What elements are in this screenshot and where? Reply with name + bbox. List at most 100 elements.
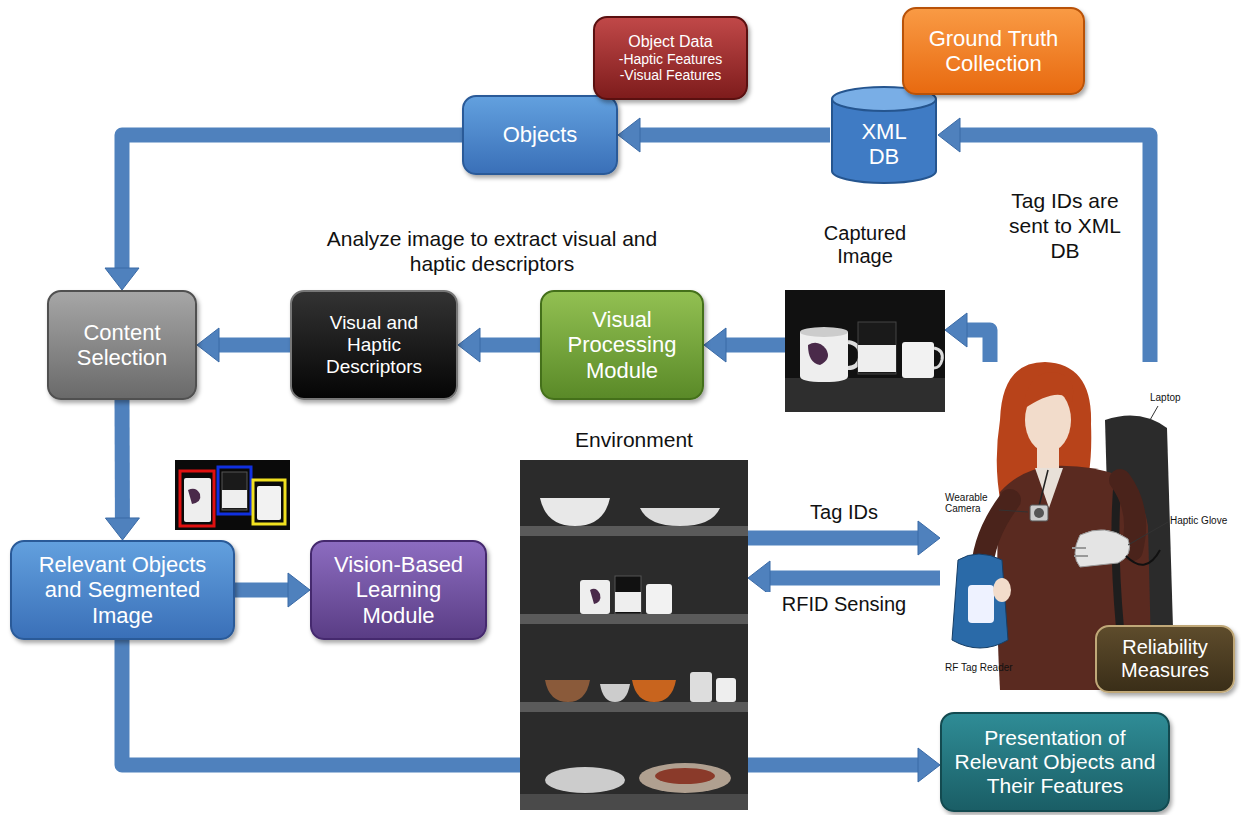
process-box: Vision-Based Learning Module (310, 540, 487, 640)
callout-label: Wearable Camera (945, 492, 1000, 514)
node-label: -Visual Features (620, 67, 722, 83)
flow-arrow (235, 573, 310, 607)
segmented-thumbnail-part (253, 480, 285, 524)
arrow-head (918, 748, 940, 782)
segmented-thumbnail-part (188, 489, 200, 504)
environment-photo-part (520, 526, 748, 536)
arrow-head (704, 328, 726, 362)
environment-photo-part (655, 768, 715, 784)
flow-arrow (938, 118, 1150, 362)
arrow-head (105, 518, 139, 540)
environment-photo-part (639, 763, 731, 793)
environment-photo-part (690, 672, 712, 702)
cylinder-top (832, 87, 936, 111)
process-box: Ground Truth Collection (902, 7, 1085, 95)
person-figure-part (968, 585, 994, 623)
arrow-shaft (748, 531, 920, 546)
node-label: Visual and Haptic Descriptors (302, 312, 446, 378)
flow-arrow (704, 328, 785, 362)
environment-photo-part (520, 794, 748, 810)
environment-photo-part (640, 508, 720, 526)
node-label: Content Selection (59, 320, 185, 371)
edge-label: Tag IDs are sent to XML DB (1005, 188, 1125, 264)
environment-photo-part (520, 614, 748, 624)
node-label: Objects (503, 122, 578, 147)
process-box: Relevant Objects and Segmented Image (10, 540, 235, 640)
environment-photo-part (716, 678, 736, 702)
environment-photo (520, 460, 748, 810)
node-label: -Haptic Features (619, 51, 722, 67)
segmented-thumbnail (175, 460, 290, 530)
arrow-head (938, 118, 960, 152)
person-figure-part (993, 578, 1011, 602)
process-box: Content Selection (47, 290, 197, 400)
panel-heading: Captured Image (815, 222, 915, 268)
environment-photo-part (520, 460, 748, 810)
process-box: Visual Processing Module (540, 290, 704, 400)
arrow-shaft (958, 135, 1150, 362)
arrow-head (618, 118, 640, 152)
node-label: Visual Processing Module (552, 307, 692, 383)
arrow-shaft (638, 128, 830, 143)
node-label: XML DB (853, 119, 915, 170)
environment-photo-part (646, 584, 672, 614)
person-figure-part (1150, 406, 1158, 420)
image-panel: Environment (520, 428, 748, 812)
environment-photo-part (520, 702, 748, 712)
captured-photo-part (808, 343, 828, 365)
callout-label: RF Tag Reader (945, 662, 1035, 673)
node-label: Relevant Objects and Segmented Image (22, 552, 223, 628)
segmented-thumbnail-part (180, 471, 214, 526)
person-figure-part (999, 510, 1028, 512)
flow-arrow (458, 328, 540, 362)
node-label: Reliability Measures (1107, 636, 1223, 682)
node-label: Vision-Based Learning Module (322, 552, 475, 628)
person-figure-part (1034, 508, 1044, 518)
segmented-thumbnail-part (184, 478, 211, 522)
segmented-thumbnail-part (257, 486, 281, 520)
environment-photo-part (545, 680, 590, 702)
environment-photo-part (632, 680, 676, 702)
flow-arrow (197, 328, 290, 362)
captured-photo-part (785, 290, 945, 412)
arrow-shaft (768, 571, 940, 586)
arrow-head (458, 328, 480, 362)
flow-arrow (105, 400, 139, 540)
arrow-shaft (965, 330, 990, 362)
flow-arrow (945, 313, 990, 362)
arrow-head (918, 521, 940, 555)
environment-photo-part (590, 589, 600, 604)
flow-arrow (618, 118, 830, 152)
process-box: Objects (462, 95, 618, 175)
environment-photo-part (540, 498, 610, 526)
person-figure-part (1072, 548, 1088, 556)
captured-photo-part (858, 322, 896, 374)
database-cylinder: XML DB (830, 85, 938, 185)
panel-heading: Environment (575, 428, 693, 452)
captured-photo-part (934, 348, 942, 368)
environment-photo-part (580, 580, 610, 614)
environment-photo-part (545, 767, 625, 793)
process-box: Reliability Measures (1095, 625, 1235, 693)
process-box: Presentation of Relevant Objects and The… (940, 712, 1170, 812)
captured-photo-part (785, 378, 945, 412)
captured-photo-part (800, 332, 848, 382)
person-figure-part (1035, 468, 1063, 508)
annotation-label: Analyze image to extract visual and hapt… (317, 226, 667, 276)
callout-label: Haptic Glove (1170, 515, 1232, 526)
captured-photo-part (858, 345, 896, 372)
flow-arrow (748, 521, 940, 555)
person-figure-part (1030, 505, 1048, 521)
edge-label: RFID Sensing (764, 592, 924, 616)
person-figure-part (1039, 470, 1048, 506)
person-figure-part (1022, 372, 1073, 410)
arrow-shaft (478, 338, 540, 353)
data-box: Object Data-Haptic Features-Visual Featu… (593, 16, 748, 100)
arrow-shaft (217, 338, 290, 353)
segmented-thumbnail-part (175, 460, 290, 530)
process-box: Visual and Haptic Descriptors (290, 290, 458, 400)
captured-photo-part (800, 327, 848, 337)
segmented-thumbnail-part (222, 490, 247, 508)
node-label: Ground Truth Collection (914, 26, 1073, 77)
